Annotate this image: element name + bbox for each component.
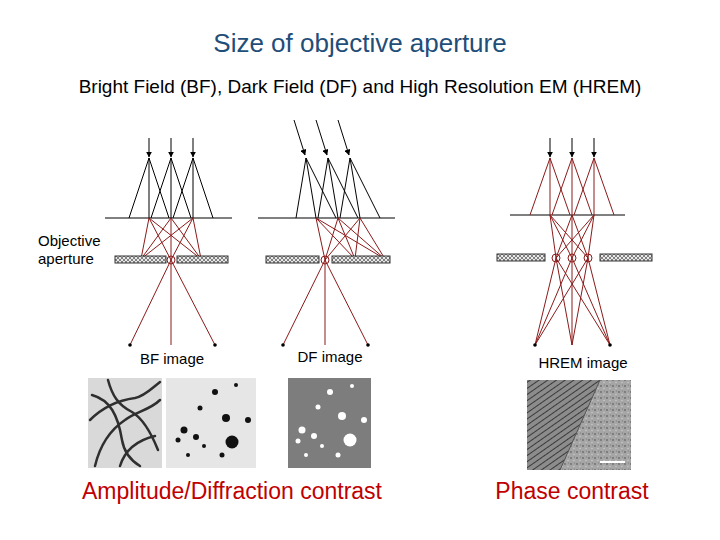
image-label: DF image	[297, 348, 362, 366]
bf-ray-diagram	[105, 138, 232, 347]
contrast-label: Phase contrast	[495, 478, 648, 506]
df-ray-diagram	[258, 120, 395, 347]
slide-title: Size of objective aperture	[213, 28, 506, 59]
aperture-label: Objective aperture	[38, 232, 114, 268]
image-label: BF image	[140, 350, 204, 368]
hrem-micrograph	[527, 380, 631, 470]
bf-micrograph-particles	[166, 378, 256, 468]
df-micrograph	[288, 378, 371, 468]
bf-micrograph-fibers	[88, 378, 162, 468]
image-label: HREM image	[538, 354, 627, 372]
hrem-ray-diagram	[497, 138, 652, 347]
contrast-label: Amplitude/Diffraction contrast	[82, 478, 382, 506]
subtitle: Bright Field (BF), Dark Field (DF) and H…	[79, 76, 642, 99]
